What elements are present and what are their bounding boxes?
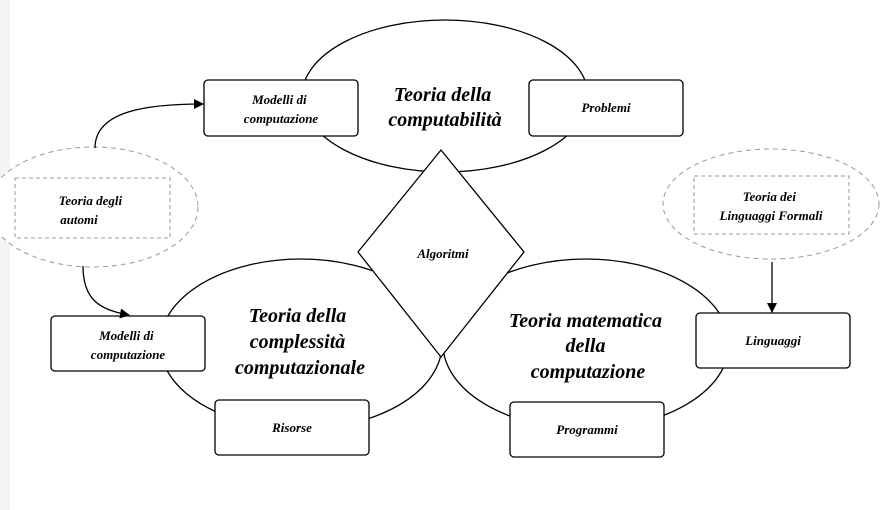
cloud-automi bbox=[0, 146, 199, 268]
box-programmi bbox=[509, 401, 665, 458]
label-computabilita: Teoria della computabilità bbox=[388, 84, 501, 131]
label-risorse: Risorse bbox=[271, 420, 312, 435]
side-strip bbox=[0, 0, 10, 510]
box-problemi bbox=[528, 79, 684, 137]
label-complessita-line-1: Teoria della bbox=[249, 305, 347, 327]
label-modelli-left-line-2: computazione bbox=[91, 347, 166, 362]
algoritmi-diamond bbox=[357, 148, 525, 359]
label-programmi: Programmi bbox=[556, 422, 618, 437]
label-modelli-left: Modelli di computazione bbox=[91, 328, 166, 362]
box-modelli-left bbox=[50, 315, 206, 372]
label-automi: Teoria degli automi bbox=[59, 193, 126, 227]
label-problemi: Problemi bbox=[581, 100, 630, 115]
box-modelli-top bbox=[203, 79, 359, 137]
label-modelli-left-line-1: Modelli di bbox=[98, 328, 154, 343]
label-matematica-line-1: Teoria matematica bbox=[509, 310, 662, 332]
label-linguaggi: Linguaggi bbox=[744, 333, 801, 348]
label-matematica: Teoria matematica della computazione bbox=[509, 310, 667, 383]
label-linguaggi-formali-line-1: Teoria dei bbox=[743, 189, 797, 204]
label-matematica-line-2: della bbox=[566, 335, 606, 357]
label-computabilita-line-1: Teoria della bbox=[394, 84, 492, 106]
label-modelli-top-line-2: computazione bbox=[244, 111, 319, 126]
label-complessita: Teoria della complessità computazionale bbox=[235, 305, 365, 379]
cloud-linguaggi-formali bbox=[662, 148, 880, 260]
label-computabilita-line-2: computabilità bbox=[388, 109, 501, 131]
label-automi-line-2: automi bbox=[60, 212, 98, 227]
box-risorse bbox=[214, 399, 370, 456]
label-complessita-line-2: complessità bbox=[250, 331, 346, 353]
arrow-automi-to-modelli-top bbox=[94, 99, 204, 149]
label-modelli-top-line-1: Modelli di bbox=[251, 92, 307, 107]
label-complessita-line-3: computazionale bbox=[235, 357, 365, 379]
label-algoritmi: Algoritmi bbox=[416, 246, 469, 261]
label-matematica-line-3: computazione bbox=[531, 361, 646, 383]
box-linguaggi bbox=[695, 312, 851, 369]
arrow-automi-to-modelli-left bbox=[82, 265, 130, 319]
label-modelli-top: Modelli di computazione bbox=[244, 92, 319, 126]
label-linguaggi-formali: Teoria dei Linguaggi Formali bbox=[719, 189, 823, 223]
label-automi-line-1: Teoria degli bbox=[59, 193, 123, 208]
label-linguaggi-formali-line-2: Linguaggi Formali bbox=[719, 208, 823, 223]
